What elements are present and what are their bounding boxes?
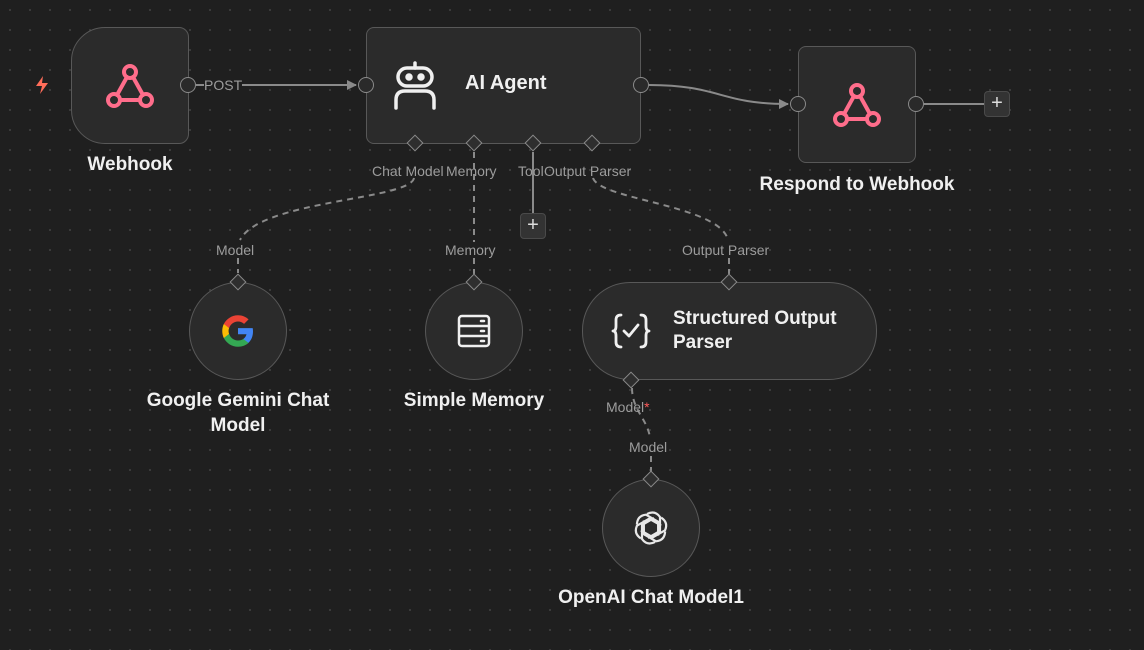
openai-title: OpenAI Chat Model1 bbox=[558, 587, 744, 608]
trigger-bolt-icon bbox=[36, 76, 48, 94]
webhook-node[interactable] bbox=[71, 27, 189, 144]
respond-input-handle[interactable] bbox=[790, 96, 806, 112]
parser-title: Structured Output Parser bbox=[673, 308, 837, 353]
edge-parser-to-agent bbox=[592, 177, 729, 241]
webhook-output-handle[interactable] bbox=[180, 77, 196, 93]
memory-port-label: Memory bbox=[446, 163, 497, 179]
webhook-icon bbox=[833, 82, 881, 127]
google-icon bbox=[222, 315, 253, 347]
tool-port-label: Tool bbox=[518, 163, 544, 179]
openai-icon bbox=[634, 511, 668, 545]
database-icon bbox=[457, 314, 491, 348]
openai-chat-model-node[interactable] bbox=[602, 479, 700, 577]
gemini-port-label: Model bbox=[216, 242, 255, 258]
structured-output-parser-node[interactable] bbox=[582, 282, 877, 380]
respond-title: Respond to Webhook bbox=[759, 174, 955, 195]
edge-gemini-to-agent bbox=[239, 177, 415, 241]
memory-title: Simple Memory bbox=[403, 390, 545, 411]
ai-agent-title: AI Agent bbox=[465, 72, 547, 94]
ai-agent-output-handle[interactable] bbox=[633, 77, 649, 93]
parser-model-label-text: Model bbox=[606, 399, 645, 415]
webhook-output-label: POST bbox=[204, 77, 243, 93]
json-check-icon bbox=[611, 313, 651, 349]
respond-to-webhook-node[interactable] bbox=[798, 46, 916, 163]
webhook-title: Webhook bbox=[87, 154, 173, 175]
gemini-title: Google Gemini Chat Model bbox=[146, 390, 330, 436]
respond-output-handle[interactable] bbox=[908, 96, 924, 112]
edge-agent-to-respond bbox=[648, 84, 789, 109]
add-tool-button[interactable]: + bbox=[520, 213, 546, 239]
ai-agent-input-handle[interactable] bbox=[358, 77, 374, 93]
output-parser-port-label: Output Parser bbox=[544, 163, 632, 179]
parser-model-port-label: Model* bbox=[606, 399, 650, 415]
add-node-button[interactable]: + bbox=[984, 91, 1010, 117]
webhook-icon bbox=[106, 63, 154, 108]
required-star: * bbox=[644, 399, 650, 415]
google-gemini-node[interactable] bbox=[189, 282, 287, 380]
simple-memory-node[interactable] bbox=[425, 282, 523, 380]
openai-port-label: Model bbox=[629, 439, 668, 455]
parser-port-label: Output Parser bbox=[682, 242, 770, 258]
robot-icon bbox=[394, 60, 436, 110]
memory-node-port-label: Memory bbox=[445, 242, 496, 258]
chat-model-port-label: Chat Model bbox=[372, 163, 444, 179]
